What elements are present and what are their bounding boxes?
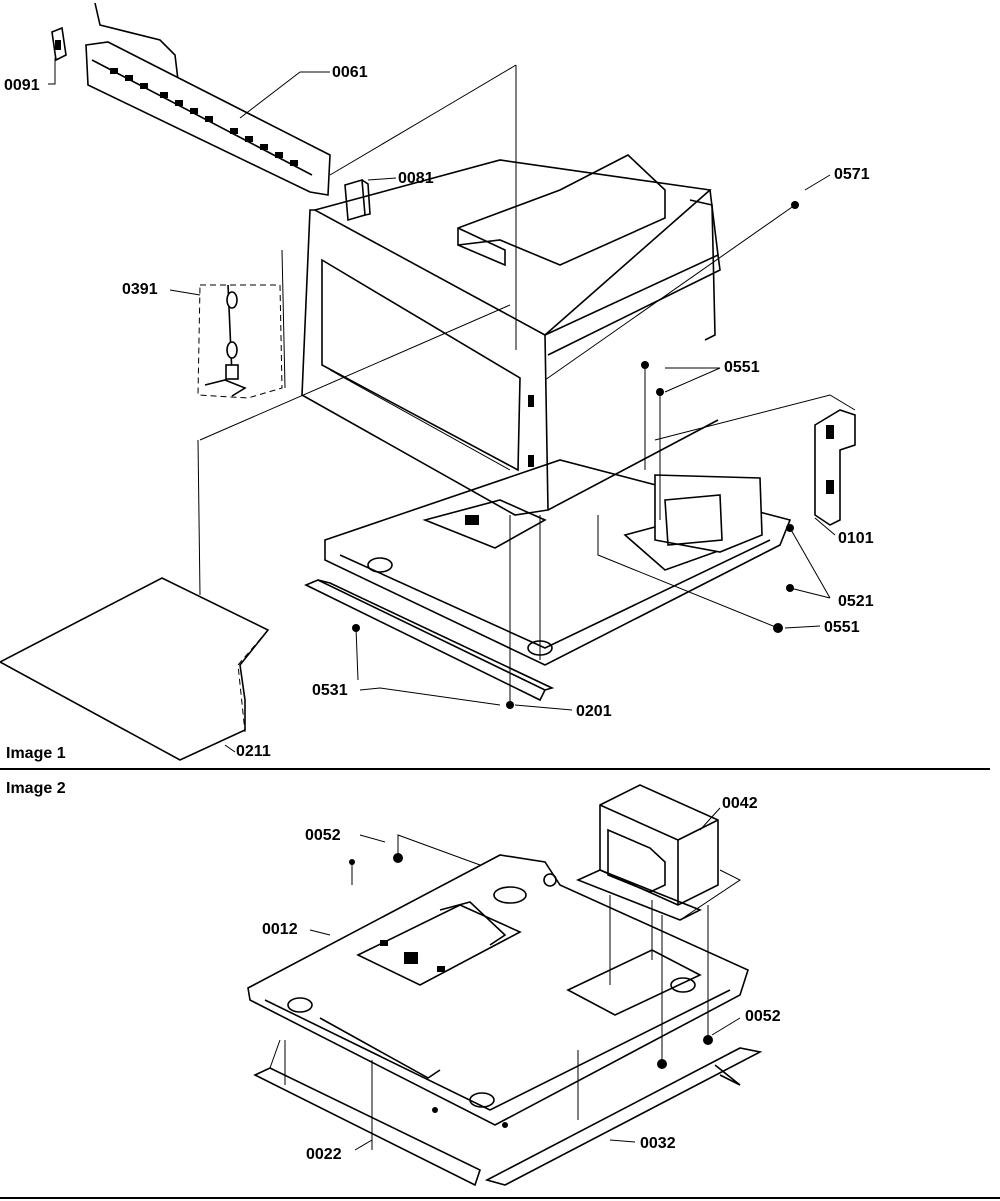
- callouts-image-2: 0042 0052 0012 0052 0022 0032: [262, 795, 781, 1163]
- part-0391-interlock-assembly: [197, 249, 286, 399]
- part-0101-bracket: [654, 394, 856, 526]
- leader-lines-image-1: [48, 58, 836, 753]
- callouts-image-1: 0091 0061 0081 0571 0391 0551 0101 0521 …: [4, 64, 874, 760]
- part-0201-rail: [304, 579, 555, 702]
- image-2-base-assembly: Image 2: [6, 780, 781, 1187]
- guide-lines-image-2: [284, 834, 709, 1150]
- callout-0551-upper: 0551: [724, 359, 760, 376]
- callout-0042: 0042: [722, 795, 758, 812]
- callout-0061: 0061: [332, 64, 368, 81]
- callout-0201: 0201: [576, 703, 612, 720]
- callout-0211: 0211: [236, 743, 271, 760]
- leader-lines-image-2: [309, 807, 741, 1151]
- callout-0081: 0081: [398, 170, 434, 187]
- callout-0052-lower: 0052: [745, 1008, 781, 1025]
- guide-lines-image-1: [197, 64, 796, 705]
- image-1-label: Image 1: [6, 745, 66, 762]
- part-0091-bracket: [51, 26, 67, 62]
- callout-0052-upper: 0052: [305, 827, 341, 844]
- part-0032-rail: [484, 1047, 763, 1186]
- base-pan-image-1: [324, 459, 792, 666]
- callout-0032: 0032: [640, 1135, 676, 1152]
- cabinet-cavity: [301, 154, 721, 516]
- callout-0012: 0012: [262, 921, 298, 938]
- part-0211-panel: [0, 577, 270, 761]
- callout-0101: 0101: [838, 530, 874, 547]
- part-0012-base-pan: [247, 854, 749, 1126]
- callout-0091: 0091: [4, 77, 40, 94]
- callout-0551-lower: 0551: [824, 619, 860, 636]
- part-0042-transformer: [575, 784, 741, 921]
- callout-0571: 0571: [834, 166, 870, 183]
- image-1-exploded-view: 0091 0061 0081 0571 0391 0551 0101 0521 …: [0, 2, 874, 762]
- part-0022-rail: [253, 1039, 481, 1187]
- part-0061-control-panel: [85, 2, 331, 196]
- image-2-label: Image 2: [6, 780, 66, 797]
- callout-0022: 0022: [306, 1146, 342, 1163]
- callout-0521: 0521: [838, 593, 874, 610]
- callout-0391: 0391: [122, 281, 158, 298]
- callout-0531: 0531: [312, 682, 348, 699]
- part-0081-latch: [344, 178, 371, 222]
